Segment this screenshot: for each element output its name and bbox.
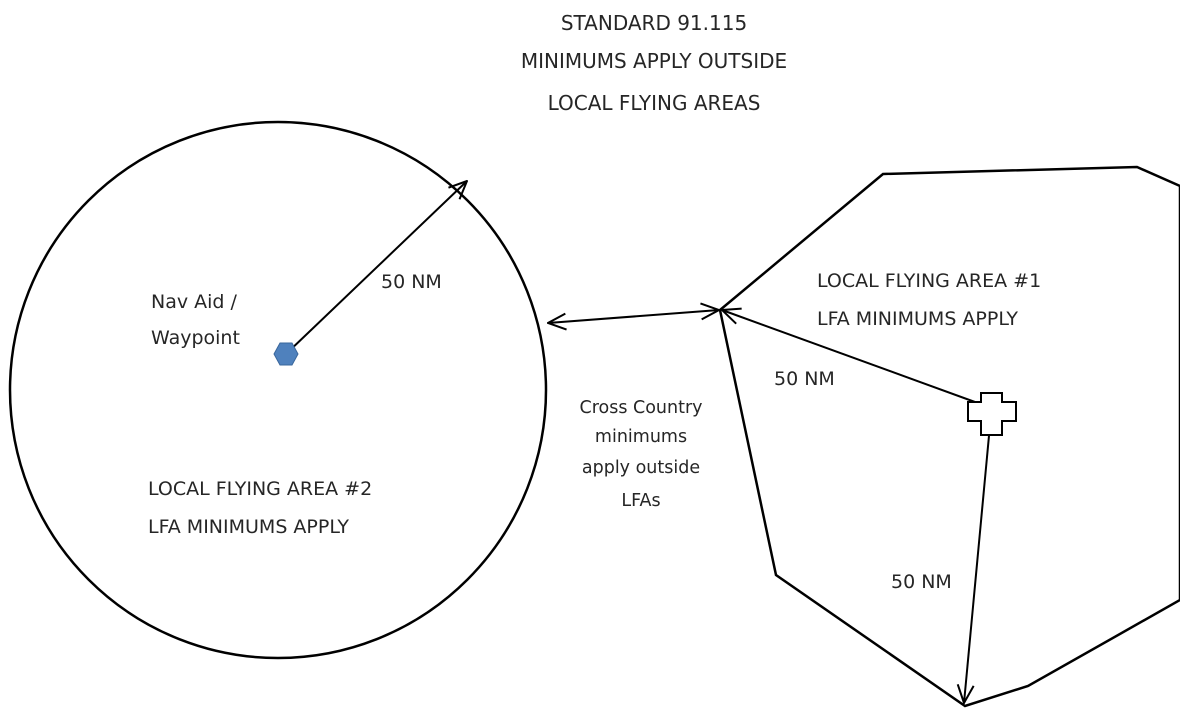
airport-cross-icon	[967, 392, 1017, 436]
lfa2-title: LOCAL FLYING AREA #2	[148, 478, 373, 500]
cross-country-line-2: minimums	[594, 427, 688, 447]
navaid-label-line-2: Waypoint	[151, 327, 240, 349]
cross-country-line-3: apply outside	[581, 458, 701, 478]
lfa1-lower-radius-label: 50 NM	[891, 571, 952, 593]
lfa1-title: LOCAL FLYING AREA #1	[817, 270, 1042, 292]
header-line-3: LOCAL FLYING AREAS	[547, 91, 761, 115]
cross-country-line-4: LFAs	[621, 491, 661, 511]
lfa2-boundary-circle	[8, 120, 548, 660]
lfa1-boundary-polygon	[718, 165, 1180, 708]
lfa2-radius-label: 50 NM	[381, 271, 442, 293]
navaid-label-line-1: Nav Aid /	[151, 291, 237, 313]
lfa2-radius-arrow	[285, 181, 467, 355]
cross-country-line-1: Cross Country	[579, 398, 703, 418]
lfa1-upper-radius-arrow	[722, 310, 987, 407]
lfa2-subtitle: LFA MINIMUMS APPLY	[148, 516, 349, 538]
lfa1-subtitle: LFA MINIMUMS APPLY	[817, 308, 1018, 330]
lfa1-lower-radius-arrow	[964, 424, 991, 703]
between-areas-double-arrow	[548, 310, 719, 323]
header-line-2: MINIMUMS APPLY OUTSIDE	[520, 49, 788, 73]
header-line-1: STANDARD 91.115	[560, 11, 748, 35]
lfa1-upper-radius-label: 50 NM	[774, 368, 835, 390]
navaid-hexagon-icon	[273, 342, 299, 366]
